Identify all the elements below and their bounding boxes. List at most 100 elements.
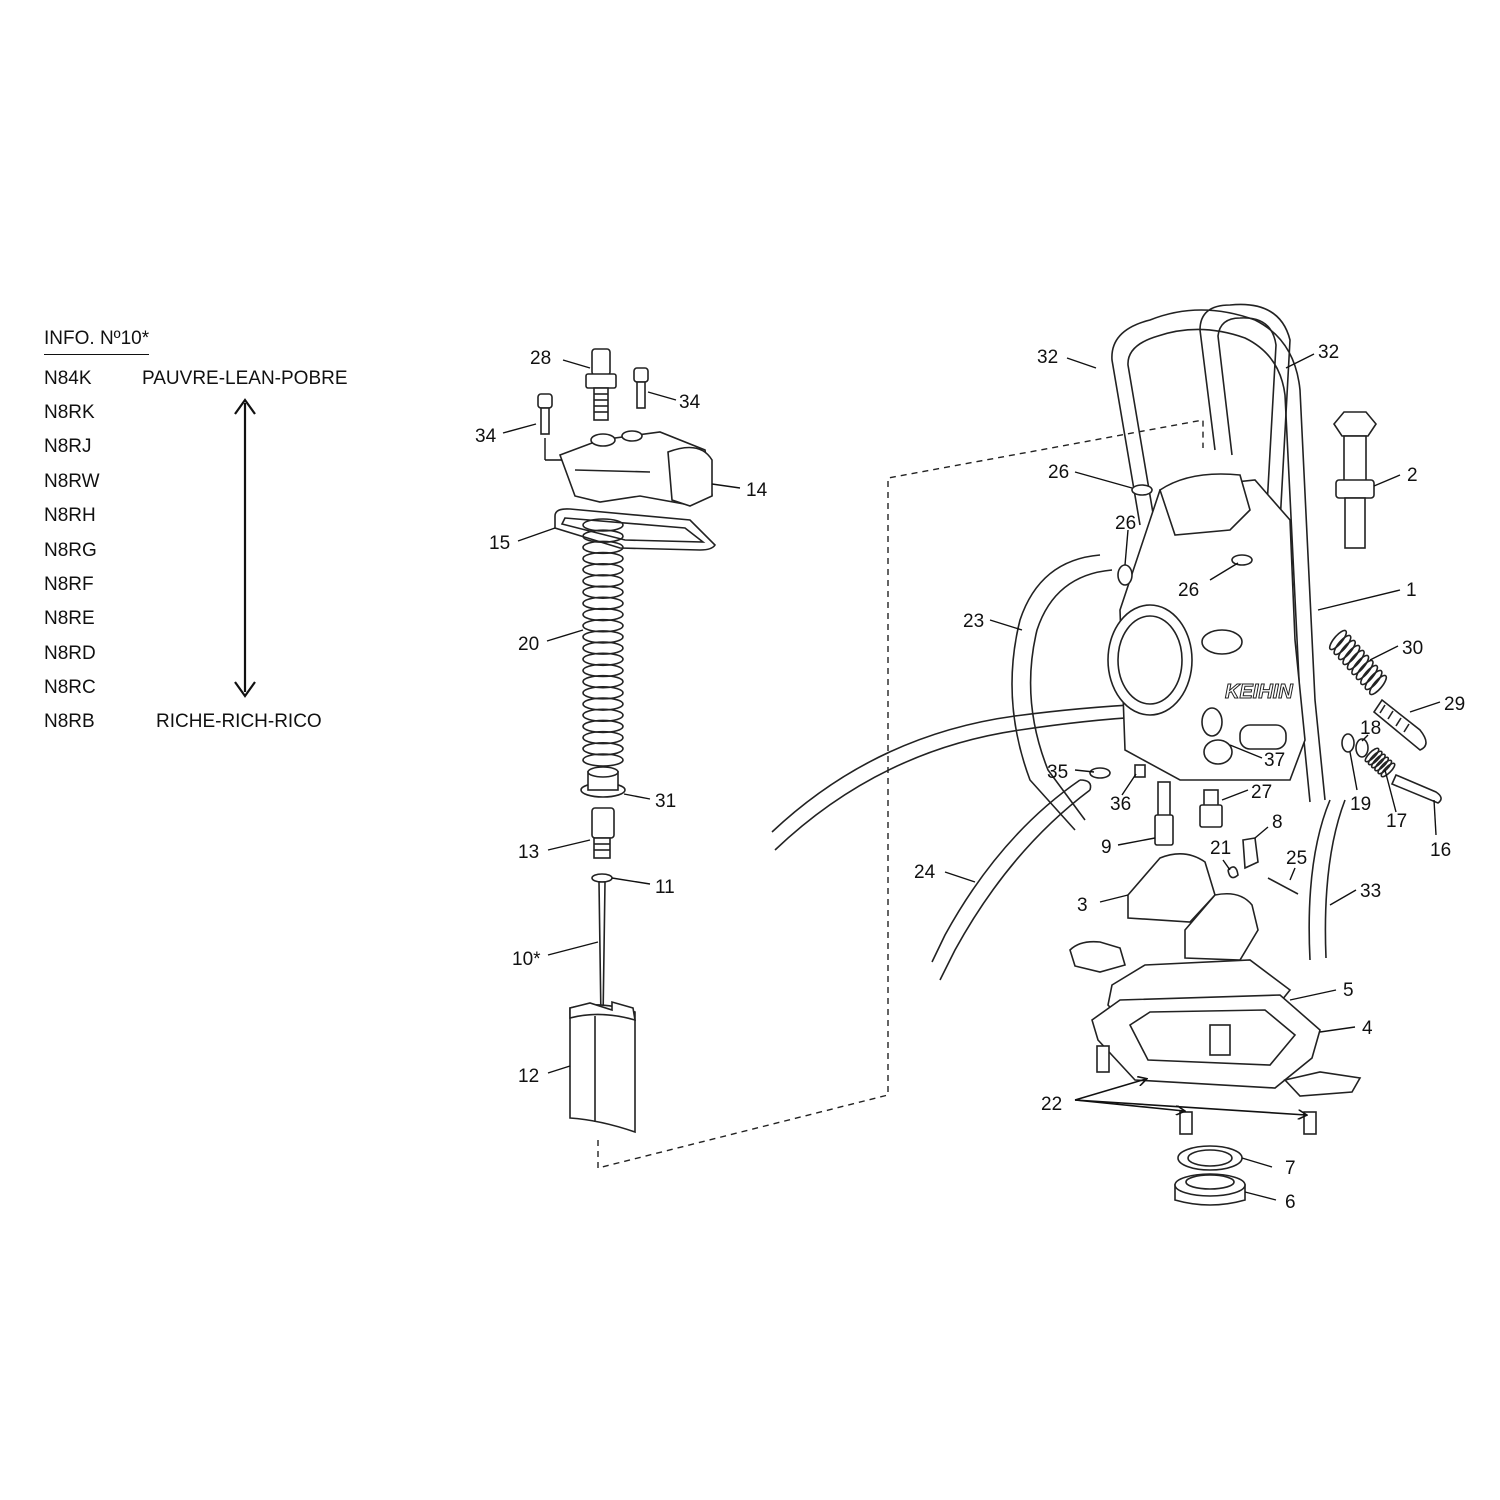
needle-info-table: INFO. Nº10* N84K PAUVRE-LEAN-POBRE N8RK … <box>44 328 384 748</box>
callout-27: 27 <box>1251 782 1272 803</box>
callout-29: 29 <box>1444 694 1465 715</box>
callout-4: 4 <box>1362 1018 1373 1039</box>
part-4-float-bowl <box>1091 994 1362 1097</box>
callout-5: 5 <box>1343 980 1354 1001</box>
needle-code: N8RC <box>44 677 96 698</box>
lean-rich-arrow <box>234 398 256 698</box>
needle-code: N8RW <box>44 471 100 492</box>
part-23-hose <box>1011 554 1101 831</box>
callout-21: 21 <box>1210 838 1231 859</box>
part-7-gasket <box>1177 1145 1243 1171</box>
part-28-fitting <box>585 348 617 421</box>
part-15-gasket <box>554 508 717 551</box>
part-31-retainer <box>580 766 626 798</box>
callout-12: 12 <box>518 1066 539 1087</box>
part-10-needle <box>598 881 606 1021</box>
callout-13: 13 <box>518 842 539 863</box>
rich-label: RICHE-RICH-RICO <box>156 711 322 732</box>
svg-text:KEIHIN: KEIHIN <box>1225 681 1293 703</box>
part-1-carb-body: KEIHIN <box>1107 473 1306 781</box>
callout-17: 17 <box>1386 811 1407 832</box>
callout-6: 6 <box>1285 1192 1296 1213</box>
callout-34: 34 <box>475 426 497 447</box>
part-14-top-cap <box>558 430 713 507</box>
part-18-oring <box>1355 738 1369 758</box>
part-35-clip <box>1089 767 1111 779</box>
info-title: INFO. Nº10* <box>44 328 150 355</box>
callout-3: 3 <box>1077 895 1088 916</box>
needle-code: N8RF <box>44 574 94 595</box>
part-9-needle-jet <box>1154 781 1174 846</box>
callout-26: 26 <box>1178 580 1199 601</box>
needle-code: N8RG <box>44 540 97 561</box>
part-29-screw <box>1372 698 1427 751</box>
part-33-hose <box>1308 799 1331 961</box>
part-27-jet <box>1199 789 1223 828</box>
needle-code: N8RB <box>44 711 95 732</box>
callout-30: 30 <box>1402 638 1423 659</box>
part-11-clip <box>591 873 613 883</box>
callout-23: 23 <box>963 611 984 632</box>
part-26-oring <box>1131 484 1153 496</box>
callout-14: 14 <box>746 480 768 501</box>
part-34-screw-right <box>633 367 649 409</box>
callout-10: 10* <box>512 949 541 970</box>
callout-1: 1 <box>1406 580 1417 601</box>
part-6-drain-plug <box>1174 1173 1246 1206</box>
needle-code: N8RJ <box>44 436 92 457</box>
part-24-hose <box>939 789 1091 981</box>
callout-15: 15 <box>489 533 510 554</box>
part-17-spring <box>1364 747 1396 778</box>
part-26-oring <box>1117 564 1133 586</box>
callout-28: 28 <box>530 348 551 369</box>
callout-32: 32 <box>1037 347 1058 368</box>
callout-9: 9 <box>1101 837 1112 858</box>
callout-11: 11 <box>655 877 675 898</box>
part-12-slide <box>569 1000 636 1134</box>
needle-code: N84K <box>44 368 92 389</box>
needle-code: N8RH <box>44 505 96 526</box>
part-21-clip <box>1227 866 1239 879</box>
callout-16: 16 <box>1430 840 1451 861</box>
part-36-screw <box>1134 764 1146 778</box>
part-32-vent-tubes <box>1111 303 1326 803</box>
needle-code: N8RD <box>44 643 96 664</box>
part-8-float-valve <box>1242 837 1259 870</box>
part-13-needle-holder <box>591 807 615 859</box>
callout-26: 26 <box>1115 513 1136 534</box>
callout-35: 35 <box>1047 762 1068 783</box>
callout-7: 7 <box>1285 1158 1296 1179</box>
leader-lines <box>502 353 1441 1201</box>
part-26-oring <box>1231 554 1253 566</box>
part-25-pin <box>1267 877 1299 895</box>
callout-22: 22 <box>1041 1094 1062 1115</box>
part-16-screw <box>1390 773 1442 804</box>
part-19-oring <box>1341 733 1355 753</box>
callout-labels: 28 34 34 14 15 20 31 13 11 10* 12 32 32 … <box>475 342 1465 1213</box>
assembly-dashed-line <box>597 419 1204 1169</box>
callout-31: 31 <box>655 791 676 812</box>
part-30-spring <box>1328 629 1388 696</box>
callout-20: 20 <box>518 634 539 655</box>
part-20-spring <box>582 518 624 767</box>
callout-33: 33 <box>1360 881 1381 902</box>
needle-code: N8RK <box>44 402 95 423</box>
callout-25: 25 <box>1286 848 1307 869</box>
needle-code: N8RE <box>44 608 95 629</box>
callout-36: 36 <box>1110 794 1131 815</box>
part-3-float <box>1127 853 1259 961</box>
part-gasket-plate <box>1069 940 1126 973</box>
callout-18: 18 <box>1360 718 1381 739</box>
part-34-screw-left <box>537 393 553 435</box>
lean-label: PAUVRE-LEAN-POBRE <box>142 368 348 389</box>
part-2-starter-plunger <box>1333 411 1377 549</box>
callout-8: 8 <box>1272 812 1283 833</box>
callout-24: 24 <box>914 862 936 883</box>
callout-2: 2 <box>1407 465 1418 486</box>
carburetor-body-assembly: KEIHIN <box>771 303 1442 1206</box>
callout-19: 19 <box>1350 794 1371 815</box>
callout-26: 26 <box>1048 462 1069 483</box>
callout-34: 34 <box>679 392 701 413</box>
callout-32: 32 <box>1318 342 1339 363</box>
